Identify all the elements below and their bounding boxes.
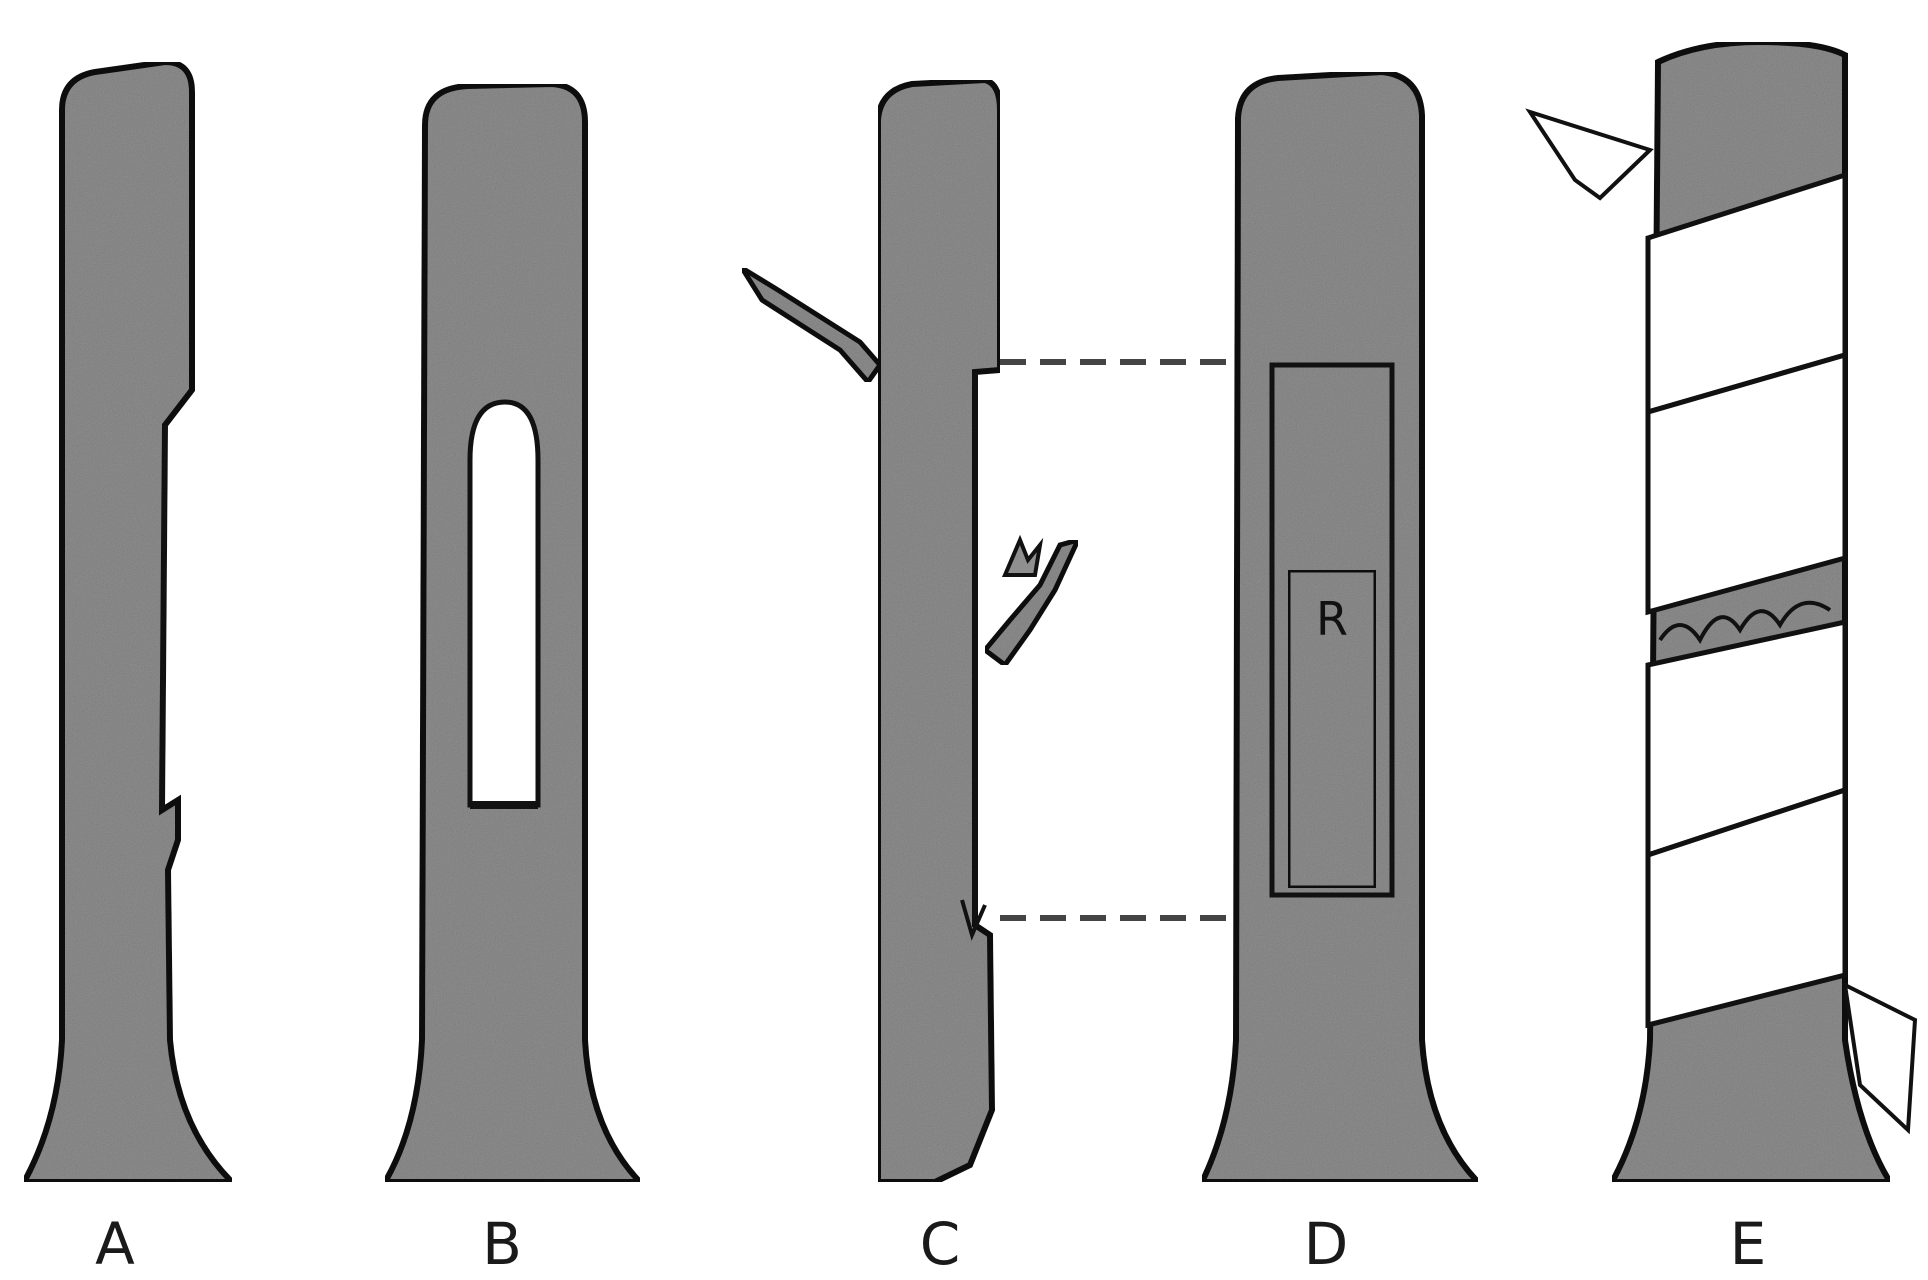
panel-c-scion [742,80,1078,1182]
scion-c-bud [1005,540,1040,575]
scion-c-branch-left [742,268,880,382]
panel-e-stem [1530,42,1915,1182]
wrap-tail-top [1530,112,1650,198]
panel-label-b: B [462,1210,542,1278]
stem-a-notch-face [162,425,165,810]
guide-lines [1000,362,1255,918]
panel-b-stem [385,84,640,1182]
panel-label-e: E [1708,1210,1788,1278]
panel-label-a: A [75,1210,155,1278]
scion-c-body [878,80,1000,1182]
panel-label-c: C [900,1210,980,1278]
panel-a-stem [24,62,232,1182]
stem-b-window-cut [470,402,538,805]
panel-label-d: D [1286,1210,1366,1278]
stem-a-body [24,62,232,1182]
stem-d-inset-letter: R [1316,592,1348,646]
panel-d-stem: R [1202,72,1478,1182]
